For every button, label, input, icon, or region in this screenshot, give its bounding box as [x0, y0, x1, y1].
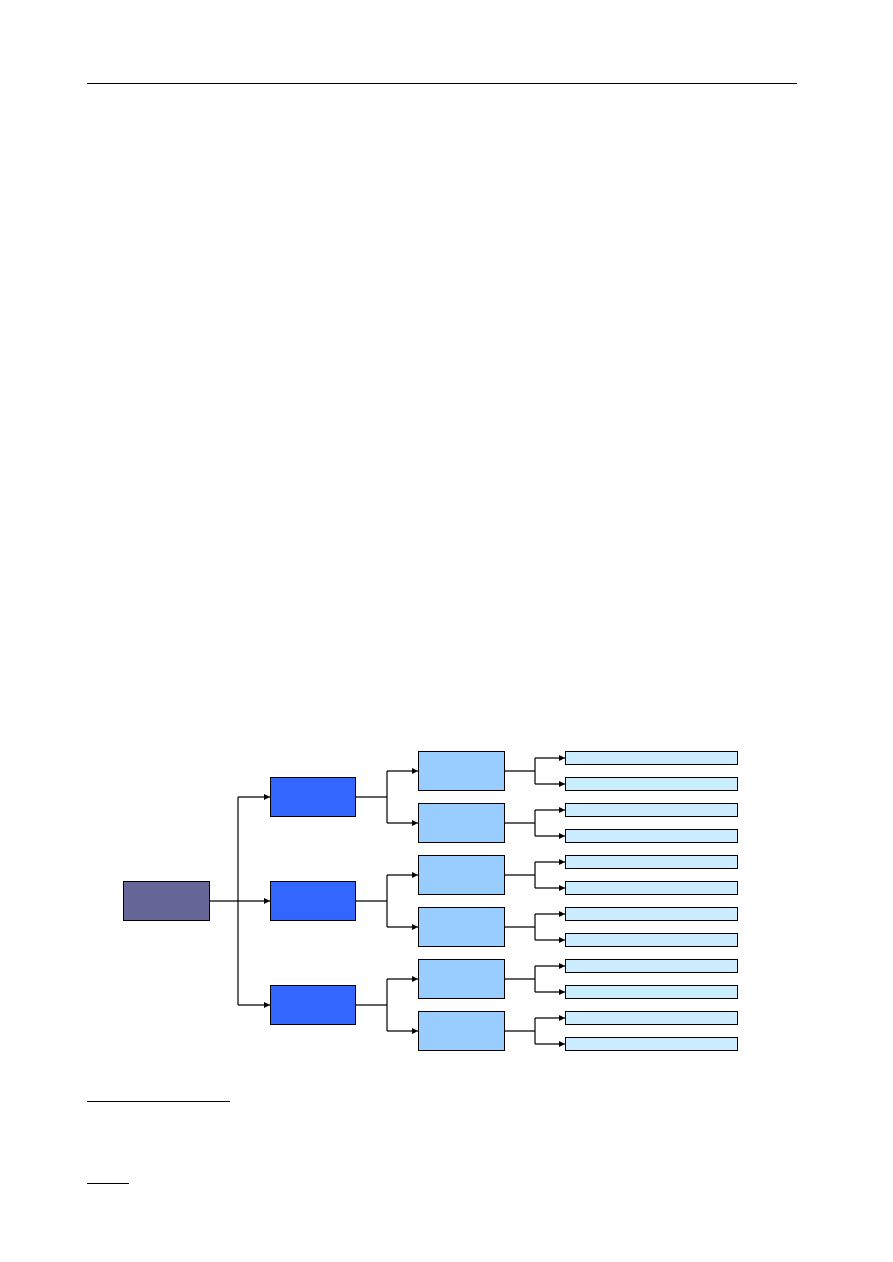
leaf-node — [565, 751, 738, 765]
leaf-node — [565, 985, 738, 999]
leaf-node — [565, 1037, 738, 1051]
leaf-node — [565, 959, 738, 973]
sub-node-3-1 — [418, 959, 505, 999]
leaf-node — [565, 933, 738, 947]
leaf-node — [565, 1011, 738, 1025]
footer-rule — [87, 1183, 129, 1184]
sub-node-1-2 — [418, 803, 505, 843]
branch-node-1 — [270, 777, 356, 817]
leaf-node — [565, 777, 738, 791]
leaf-node — [565, 881, 738, 895]
root-node — [123, 881, 210, 921]
leaf-node — [565, 803, 738, 817]
footnote-separator — [87, 1101, 230, 1102]
branch-node-2 — [270, 881, 356, 921]
leaf-node — [565, 829, 738, 843]
branch-node-3 — [270, 985, 356, 1025]
sub-node-3-2 — [418, 1011, 505, 1051]
sub-node-2-1 — [418, 855, 505, 895]
sub-node-2-2 — [418, 907, 505, 947]
leaf-node — [565, 855, 738, 869]
header-rule — [87, 83, 797, 84]
sub-node-1-1 — [418, 751, 505, 791]
leaf-node — [565, 907, 738, 921]
